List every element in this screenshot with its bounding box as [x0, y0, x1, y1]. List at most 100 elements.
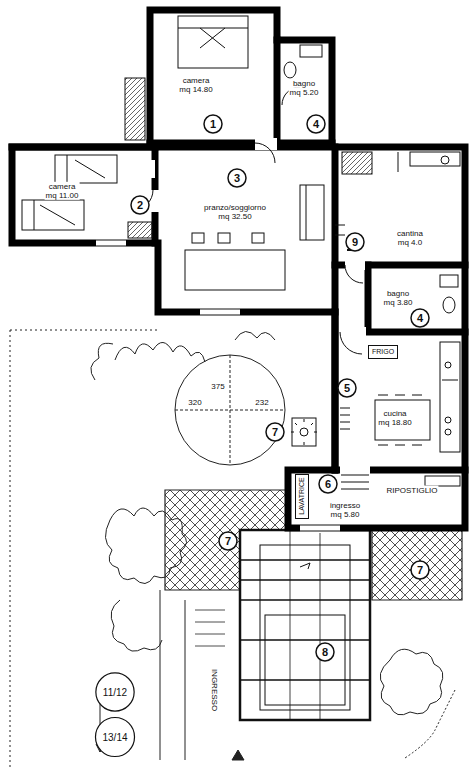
room-label: bagnomq 3.80: [383, 289, 414, 307]
plan-stroke: [368, 265, 465, 332]
callout-number: 3: [233, 172, 241, 184]
plan-stroke: [291, 419, 317, 445]
callout-number: 5: [343, 382, 351, 394]
plan-stroke: [300, 563, 310, 569]
plan-stroke: [380, 649, 443, 715]
dimension-label: 320: [187, 398, 202, 407]
room: cameramq 11.00: [16, 151, 153, 240]
plan-stroke: [125, 78, 145, 140]
plan-stroke: [12, 147, 465, 528]
callout-circle: [131, 196, 149, 214]
plan-stroke: [195, 610, 225, 646]
dimension-label: 375: [210, 382, 225, 391]
dimension-label: RIPOSTIGLIO: [385, 486, 438, 495]
callout-number: 2: [136, 199, 144, 211]
plan-stroke: [55, 155, 117, 183]
room-name: cantina: [396, 229, 424, 238]
plan-stroke: [440, 342, 460, 452]
room-label: cucinamq 18.80: [377, 409, 412, 427]
plan-stroke: [12, 147, 335, 312]
plan-stroke: [232, 750, 244, 760]
plan-stroke: [160, 590, 161, 760]
plan-stroke: [300, 523, 340, 533]
appliance-box: LAVATRICE: [295, 474, 309, 519]
plan-stroke: [332, 147, 339, 470]
appliance-label: FRIGO: [371, 348, 395, 356]
plan-stroke: [150, 10, 332, 143]
callout-circle: [219, 532, 237, 550]
plan-stroke: [398, 152, 399, 172]
plan-stroke: [240, 560, 370, 680]
plan-stroke: [306, 185, 307, 240]
callout-number: 6: [324, 478, 332, 490]
plan-stroke: [96, 240, 126, 246]
room-label: cameramq 14.80: [178, 76, 213, 94]
sheet-reference: 11/12: [102, 687, 128, 698]
room: bagnomq 5.20: [281, 44, 329, 138]
appliance-label: LAVATRICE: [298, 476, 306, 515]
room-name: pranzo/soggiorno: [203, 203, 267, 212]
dimension-label: 232: [254, 398, 269, 407]
plan-stroke: [443, 297, 455, 313]
plan-stroke: [445, 417, 451, 423]
plan-stroke: [300, 525, 340, 531]
callout-number: 7: [224, 535, 232, 547]
callout-circle: [316, 643, 334, 661]
room-area: mq 4.0: [396, 238, 424, 247]
callout-number: 1: [209, 118, 217, 130]
plan-stroke: [342, 152, 372, 174]
callout-number: 7: [416, 564, 424, 576]
room-name: bagno: [289, 79, 320, 88]
plan-stroke: [10, 330, 160, 331]
room-area: mq 5.80: [329, 510, 361, 519]
plan-stroke: [255, 143, 275, 163]
plan-stroke: [372, 530, 462, 600]
plan-stroke: [340, 408, 350, 429]
plan-stroke: [128, 222, 152, 238]
appliance-box: FRIGO: [368, 345, 398, 359]
room-label: cantinamq 4.0: [396, 229, 424, 247]
plan-stroke: [175, 355, 285, 465]
plan-stroke: [192, 233, 204, 243]
room-area: mq 32.50: [203, 212, 267, 221]
room-label: ingressomq 5.80: [329, 501, 361, 519]
plan-stroke: [178, 28, 248, 48]
plan-stroke: [230, 355, 231, 465]
plan-stroke: [442, 380, 458, 381]
plan-stroke: [67, 155, 105, 183]
room-area: mq 11.00: [45, 191, 80, 200]
plan-stroke: [200, 309, 240, 315]
plan-stroke: [345, 265, 363, 283]
callout-circle: [96, 673, 134, 711]
plan-stroke: [300, 185, 324, 240]
plan-stroke: [341, 475, 369, 489]
plan-stroke: [91, 343, 113, 380]
plan-stroke: [375, 400, 430, 440]
openings: [96, 138, 370, 533]
plan-stroke: [340, 327, 366, 337]
plan-stroke: [335, 225, 345, 235]
plan-stroke: [200, 307, 240, 317]
plan-stroke: [290, 530, 320, 720]
plan-stroke: [425, 476, 460, 486]
room-label: cameramq 11.00: [45, 182, 80, 200]
callout-number: 7: [271, 426, 279, 438]
callout-circle: [346, 233, 364, 251]
plan-stroke: [340, 465, 370, 475]
callout-circle: [338, 379, 356, 397]
plan-stroke: [150, 140, 332, 147]
plan-stroke: [165, 490, 290, 590]
room-area: mq 18.80: [377, 418, 412, 427]
room-label: pranzo/soggiornomq 32.50: [203, 203, 267, 221]
plan-stroke: [185, 250, 285, 290]
sheet-reference: 13/14: [101, 732, 128, 743]
plan-stroke: [185, 600, 186, 760]
plan-stroke: [218, 233, 230, 243]
plan-stroke: [410, 152, 460, 166]
room-area: mq 5.20: [289, 88, 320, 97]
plan-stroke: [340, 332, 362, 354]
plan-stroke: [10, 330, 11, 770]
callout-number: 4: [416, 312, 424, 324]
plan-stroke: [300, 45, 322, 57]
